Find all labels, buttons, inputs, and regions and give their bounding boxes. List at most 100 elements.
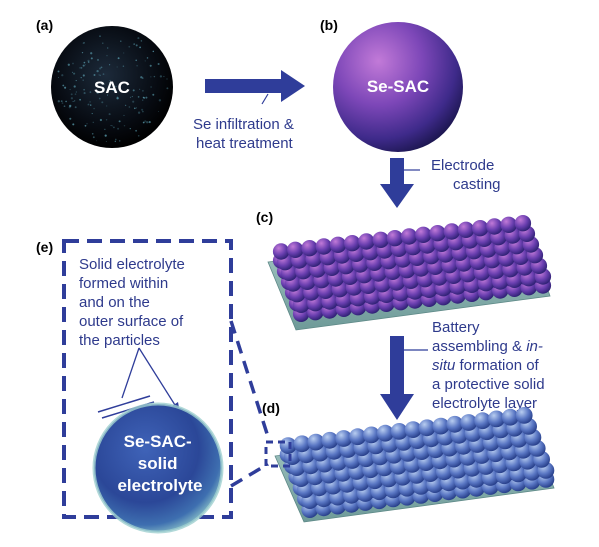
sac-speckle [129, 127, 131, 130]
sac-speckle [144, 60, 146, 62]
sac-speckle [72, 62, 74, 65]
sac-speckle [91, 113, 93, 115]
sac-speckle [150, 86, 152, 88]
sac-speckle [83, 42, 85, 44]
sac-speckles [57, 35, 169, 143]
callout-box [62, 239, 233, 519]
caption-battery-line-3-part-2: formation of [455, 357, 539, 374]
particle-se-sac-coated [376, 424, 394, 442]
sac-speckle [108, 82, 110, 84]
sac-speckle [115, 85, 117, 88]
sac-speckle [87, 103, 90, 106]
sac-speckle [157, 62, 160, 66]
sac-speckle [100, 66, 103, 69]
sac-speckle [153, 75, 156, 78]
particle-se-sac-coated [335, 430, 353, 447]
particle-se-sac-coated [446, 415, 464, 433]
sac-speckle [74, 106, 77, 109]
electrode-c-particles [272, 215, 552, 322]
sac-speckle [136, 65, 138, 67]
pointer-line-1 [121, 347, 140, 399]
sac-speckle [115, 90, 118, 93]
sac-speckle [74, 93, 77, 95]
sac-speckle [98, 86, 100, 89]
callout-connector-bottom [230, 462, 269, 488]
sac-speckle [89, 101, 91, 103]
particle-se-sac-coated [321, 431, 339, 449]
sac-speckle [135, 44, 138, 47]
caption-casting-line-1: Electrode [431, 157, 494, 174]
sac-speckle [107, 47, 109, 49]
sac-speckle [152, 93, 155, 96]
panel-label-b: (b) [320, 17, 338, 33]
sac-speckle [87, 59, 90, 62]
se-sac-solid-line-3: electrolyte [117, 476, 202, 495]
caption-infiltration-line-2: heat treatment [196, 135, 294, 152]
particle-se-sac [272, 243, 290, 260]
sac-speckle [142, 99, 144, 101]
se-sac-solid-line-1: Se-SAC- [124, 432, 192, 451]
panel-label-a: (a) [36, 17, 53, 33]
sac-speckle [99, 35, 101, 37]
sac-speckle [57, 70, 60, 73]
sac-speckle [102, 42, 104, 44]
callout-line-4: outer surface of [79, 313, 184, 330]
sac-speckle [89, 104, 92, 106]
sac-speckle [103, 83, 105, 85]
sac-speckle [105, 141, 107, 142]
sac-speckle [63, 105, 66, 108]
particle-se-sac [301, 240, 318, 257]
sac-speckle [82, 64, 85, 67]
sac-speckle [142, 110, 144, 113]
sac-speckle [128, 45, 131, 48]
sac-speckle [123, 52, 125, 54]
particle-se-sac-coated [349, 428, 366, 446]
sac-speckle [64, 86, 67, 89]
sac-speckle [116, 95, 118, 97]
caption-infiltration-line-1: Se infiltration & [193, 116, 294, 133]
sac-speckle [137, 134, 140, 137]
sac-speckle [93, 107, 95, 110]
se-sac-particle: Se-SAC [333, 22, 463, 152]
sac-speckle [141, 89, 144, 92]
electrode-d-particles [279, 407, 555, 518]
sac-speckle [142, 121, 145, 124]
sac-speckle [108, 113, 111, 116]
sac-speckle [145, 96, 148, 99]
sac-speckle [122, 65, 125, 68]
sac-speckle [81, 51, 84, 54]
sac-speckle [57, 100, 60, 103]
sac-speckle [69, 88, 71, 91]
sac-speckle [146, 121, 149, 124]
sac-speckle [74, 100, 76, 102]
sac-speckle [69, 117, 72, 120]
sac-speckle [120, 40, 122, 42]
sac-speckle [113, 85, 116, 88]
caption-casting: Electrode casting [431, 157, 501, 193]
sac-speckle [158, 99, 162, 102]
surface-line-1 [97, 395, 151, 413]
sac-speckle [80, 67, 83, 69]
electrode-c [267, 215, 552, 331]
sac-speckle [106, 94, 109, 96]
sac-speckle [104, 128, 106, 130]
sac-speckle [144, 120, 147, 123]
sac-speckle [96, 140, 98, 142]
sac-speckle [90, 52, 93, 55]
callout-description: Solid electrolyte formed within and on t… [79, 256, 189, 349]
sac-speckle [124, 104, 127, 107]
sac-speckle [82, 74, 85, 77]
arrow-battery [380, 336, 428, 420]
particle-se-sac [429, 225, 446, 242]
particle-se-sac [457, 221, 475, 238]
sac-speckle [84, 64, 86, 66]
sac-speckle [139, 88, 141, 90]
sac-speckle [70, 93, 73, 96]
particle-se-sac-coated [515, 407, 533, 424]
particle-se-sac-coated [390, 423, 408, 440]
sac-speckle [84, 124, 87, 127]
sac-speckle [134, 107, 136, 110]
sac-speckle [79, 98, 81, 101]
